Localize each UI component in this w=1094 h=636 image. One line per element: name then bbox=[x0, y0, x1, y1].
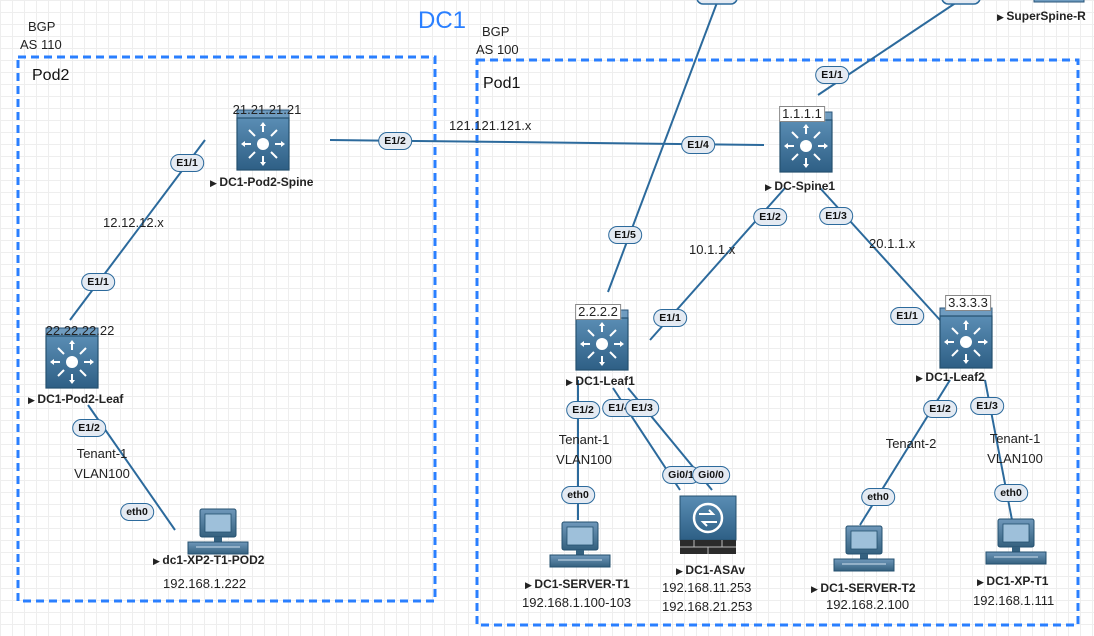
port-spine-e1-2: E1/2 bbox=[753, 208, 787, 226]
leaf1-vlan: VLAN100 bbox=[556, 452, 612, 467]
port-xp-t1-eth0: eth0 bbox=[994, 484, 1028, 502]
superspine-port-stub bbox=[941, 0, 981, 5]
leaf2-t2-tenant: Tenant-2 bbox=[885, 436, 937, 451]
leaf2-t1-tenant: Tenant-1 bbox=[989, 431, 1041, 446]
xp2-pc-icon bbox=[187, 508, 249, 555]
pod2-as-label: AS 110 bbox=[20, 37, 62, 52]
server-t1-pc-icon bbox=[549, 521, 611, 568]
port-leaf1-e1-3: E1/3 bbox=[625, 399, 659, 417]
port-leaf2-e1-1: E1/1 bbox=[890, 307, 924, 325]
port-xp2-eth0: eth0 bbox=[120, 503, 154, 521]
asav-ip-1: 192.168.11.253 bbox=[662, 580, 752, 595]
port-leaf2-e1-2: E1/2 bbox=[923, 400, 957, 418]
port-pod2leaf-e1-1: E1/1 bbox=[81, 273, 115, 291]
pod2-spine-router-id: 21.21.21.21 bbox=[232, 102, 302, 117]
port-server-t1-eth0: eth0 bbox=[561, 486, 595, 504]
xp2-name[interactable]: dc1-XP2-T1-POD2 bbox=[153, 553, 264, 568]
pod2-label: Pod2 bbox=[32, 67, 70, 84]
pod2-vlan: VLAN100 bbox=[74, 466, 130, 481]
asav-firewall-icon bbox=[679, 495, 737, 554]
port-asav-gi0-0: Gi0/0 bbox=[692, 466, 730, 484]
leaf2-name[interactable]: DC1-Leaf2 bbox=[916, 370, 984, 385]
xp2-ip: 192.168.1.222 bbox=[163, 576, 247, 591]
xp-t1-name[interactable]: DC1-XP-T1 bbox=[977, 574, 1048, 589]
port-leaf1-e1-5: E1/5 bbox=[608, 226, 642, 244]
pod2-spine-icon bbox=[236, 109, 290, 171]
pod2-subnet: 12.12.12.x bbox=[103, 215, 164, 230]
pod1-boundary bbox=[475, 58, 1080, 627]
leaf1-router-id: 2.2.2.2 bbox=[575, 304, 621, 320]
pod2-tenant: Tenant-1 bbox=[76, 446, 128, 461]
leaf2-icon bbox=[939, 307, 993, 369]
xp-t1-ip: 192.168.1.111 bbox=[973, 593, 1055, 608]
server-t1-ip: 192.168.1.100-103 bbox=[522, 595, 632, 610]
leaf1-subnet: 10.1.1.x bbox=[689, 242, 736, 257]
interpod-subnet: 121.121.121.x bbox=[449, 118, 532, 133]
asav-name[interactable]: DC1-ASAv bbox=[676, 563, 745, 578]
xp-t1-pc-icon bbox=[985, 518, 1047, 565]
port-leaf2-e1-3: E1/3 bbox=[970, 397, 1004, 415]
pod2-boundary bbox=[16, 55, 437, 603]
spine1-router-id: 1.1.1.1 bbox=[779, 106, 825, 122]
leaf2-subnet: 20.1.1.x bbox=[869, 236, 916, 251]
pod1-as-label: AS 100 bbox=[476, 42, 519, 57]
server-t2-ip: 192.168.2.100 bbox=[826, 597, 910, 612]
server-t2-name[interactable]: DC1-SERVER-T2 bbox=[811, 581, 915, 596]
port-server-t2-eth0: eth0 bbox=[861, 488, 895, 506]
server-t2-pc-icon bbox=[833, 525, 895, 572]
upstream-device-stub bbox=[696, 0, 738, 5]
leaf2-t1-vlan: VLAN100 bbox=[987, 451, 1043, 466]
superspine-name[interactable]: SuperSpine-R bbox=[997, 9, 1085, 24]
port-pod2spine-e1-1: E1/1 bbox=[170, 154, 204, 172]
port-spine-e1-3: E1/3 bbox=[819, 207, 853, 225]
pod2-leaf-name[interactable]: DC1-Pod2-Leaf bbox=[28, 392, 123, 407]
port-pod2leaf-e1-2: E1/2 bbox=[72, 419, 106, 437]
leaf2-router-id: 3.3.3.3 bbox=[945, 295, 991, 311]
port-pod2spine-e1-2: E1/2 bbox=[378, 132, 412, 150]
leaf1-tenant: Tenant-1 bbox=[558, 432, 610, 447]
diagram-title: DC1 bbox=[418, 7, 467, 34]
pod1-label: Pod1 bbox=[483, 75, 521, 92]
pod2-leaf-router-id: 22.22.22.22 bbox=[45, 323, 115, 338]
port-leaf1-e1-2: E1/2 bbox=[566, 401, 600, 419]
pod2-bgp-label: BGP bbox=[28, 19, 56, 34]
port-spine-e1-1: E1/1 bbox=[815, 66, 849, 84]
leaf1-name[interactable]: DC1-Leaf1 bbox=[566, 374, 634, 389]
port-spine-e1-4: E1/4 bbox=[681, 136, 715, 154]
asav-ip-2: 192.168.21.253 bbox=[662, 599, 753, 614]
pod1-bgp-label: BGP bbox=[482, 24, 510, 39]
pod2-spine-name[interactable]: DC1-Pod2-Spine bbox=[210, 175, 313, 190]
superspine-icon bbox=[1033, 0, 1085, 3]
port-leaf1-e1-1: E1/1 bbox=[653, 309, 687, 327]
server-t1-name[interactable]: DC1-SERVER-T1 bbox=[525, 577, 629, 592]
spine1-name[interactable]: DC-Spine1 bbox=[765, 179, 835, 194]
